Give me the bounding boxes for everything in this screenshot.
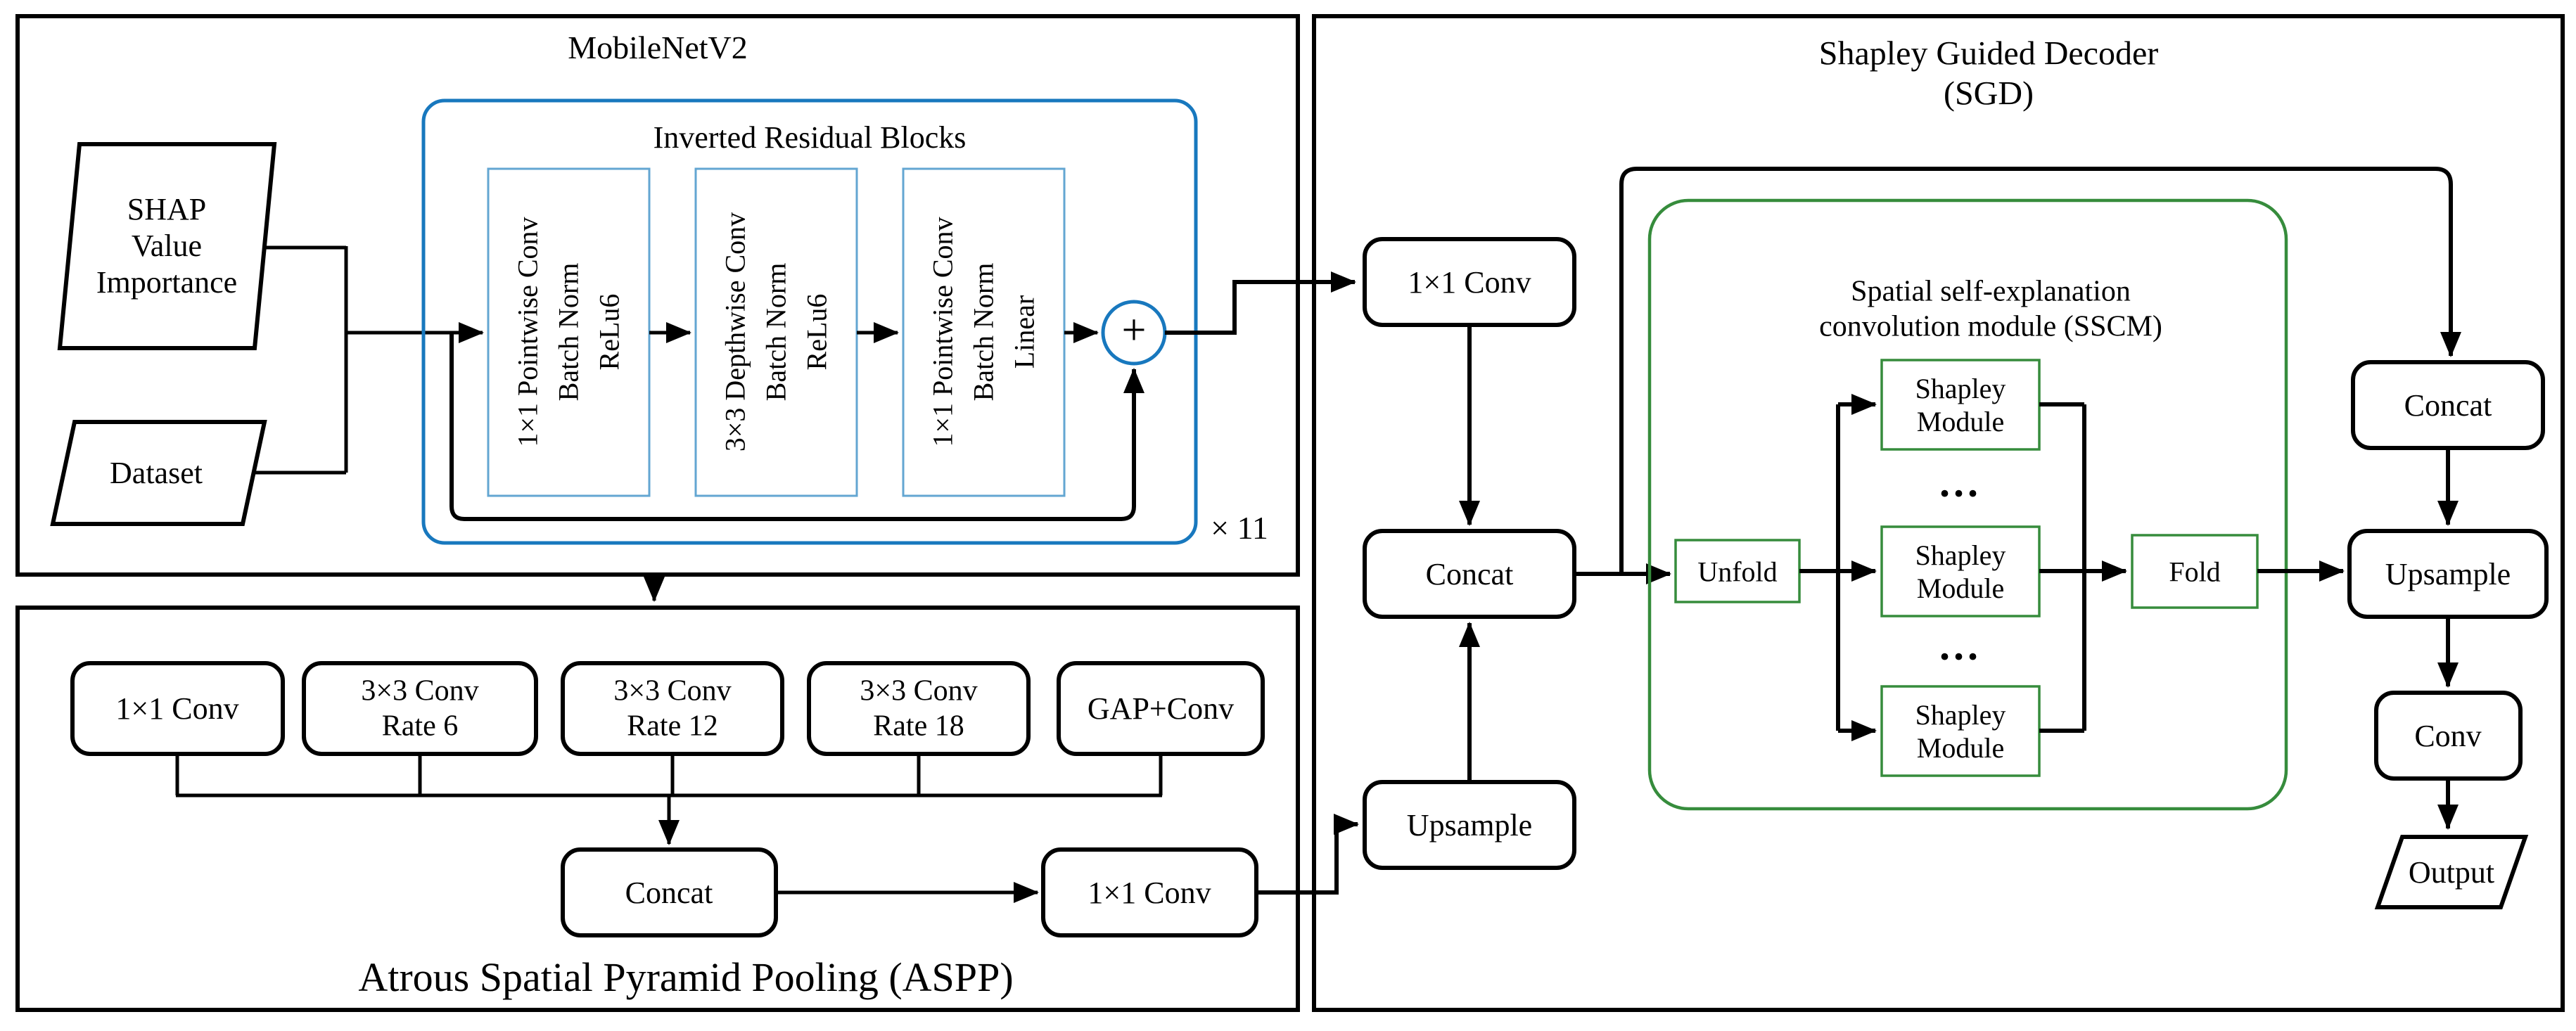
shapley-module-2-line-1: Shapley — [1915, 539, 2006, 571]
aspp-panel — [15, 606, 1300, 1012]
aspp-branch-1-label: 1×1 Conv — [115, 691, 239, 726]
shapley-module-1-line-2: Module — [1916, 406, 2005, 437]
irb-container — [421, 98, 1198, 545]
shapley-module-2-line-2: Module — [1916, 572, 2005, 604]
shapley-module-1-label: Shapley Module — [1915, 372, 2006, 438]
sscm-title: Spatial self-explanation convolution mod… — [1819, 274, 2162, 344]
shapley-module-1-line-1: Shapley — [1915, 372, 2006, 404]
sum-plus-sign: + — [1121, 306, 1147, 354]
mobilenet-title: MobileNetV2 — [568, 29, 748, 65]
shapley-module-3-label: Shapley Module — [1915, 698, 2006, 764]
decoder-upsample-out-label: Upsample — [2385, 557, 2511, 592]
aspp-branch-4-label: 3×3 Conv Rate 18 — [860, 674, 977, 743]
irb-title: Inverted Residual Blocks — [653, 120, 967, 155]
decoder-concat-low-label: Concat — [1425, 557, 1514, 592]
irb-block-2-line-3: ReLu6 — [801, 293, 832, 371]
fold-label: Fold — [2169, 556, 2221, 588]
decoder-title: Shapley Guided Decoder (SGD) — [1819, 34, 2159, 113]
decoder-title-line-1: Shapley Guided Decoder — [1818, 34, 2159, 72]
mobilenet-panel — [15, 14, 1300, 577]
irb-block-3-line-2: Batch Norm — [967, 262, 999, 402]
aspp-branch-4-line-2: Rate 18 — [873, 710, 964, 742]
output-shape — [2374, 835, 2529, 909]
dataset-input-shape — [50, 420, 267, 526]
sscm-ellipsis-1: ... — [1939, 459, 1982, 506]
skip-to-concat-high-line — [1619, 167, 2461, 574]
aspp-title: Atrous Spatial Pyramid Pooling (ASPP) — [358, 954, 1014, 1000]
irb-repeat-label: × 11 — [1211, 509, 1268, 546]
shapley-module-2-label: Shapley Module — [1915, 539, 2006, 605]
arrow-aspp-to-upsample — [1256, 814, 1359, 895]
irb-block-1-line-3: ReLu6 — [593, 293, 625, 371]
irb-block-1-line-2: Batch Norm — [552, 262, 584, 402]
irb-block-1-label: 1×1 Pointwise Conv Batch Norm ReLu6 — [488, 169, 649, 496]
aspp-concat-label: Concat — [625, 876, 713, 911]
irb-block-3-line-1: 1×1 Pointwise Conv — [926, 217, 958, 447]
sscm-container — [1647, 198, 2288, 811]
decoder-conv-out-label: Conv — [2414, 719, 2482, 754]
decoder-upsample-in-label: Upsample — [1406, 808, 1533, 843]
irb-block-3-label: 1×1 Pointwise Conv Batch Norm Linear — [903, 169, 1064, 496]
shapley-module-3-line-2: Module — [1916, 732, 2005, 764]
arrow-encoder-to-decoder-conv — [1165, 271, 1356, 335]
aspp-branch-2-line-1: 3×3 Conv — [361, 674, 479, 707]
aspp-branch-3-label: 3×3 Conv Rate 12 — [613, 674, 731, 743]
sscm-title-line-1: Spatial self-explanation — [1851, 275, 2131, 308]
shap-input-shape — [57, 142, 277, 350]
shap-line-3: Importance — [96, 264, 238, 300]
sscm-ellipsis-2: ... — [1939, 622, 1982, 669]
shap-line-2: Value — [131, 229, 203, 264]
unfold-label: Unfold — [1697, 556, 1778, 588]
dataset-input-label: Dataset — [110, 456, 203, 491]
decoder-title-line-2: (SGD) — [1943, 75, 2034, 112]
irb-block-2-label: 3×3 Depthwise Conv Batch Norm ReLu6 — [696, 169, 857, 496]
aspp-outconv-label: 1×1 Conv — [1088, 876, 1211, 911]
irb-block-1-line-1: 1×1 Pointwise Conv — [511, 217, 543, 447]
aspp-branch-5-label: GAP+Conv — [1087, 691, 1235, 726]
decoder-panel — [1312, 14, 2565, 1012]
irb-block-2-line-2: Batch Norm — [760, 262, 791, 402]
shap-input-label: SHAP Value Importance — [96, 191, 237, 301]
residual-skip-line — [449, 333, 1144, 521]
aspp-branch-3-line-1: 3×3 Conv — [613, 674, 732, 707]
output-label: Output — [2408, 855, 2495, 890]
aspp-branch-2-line-2: Rate 6 — [381, 710, 459, 742]
aspp-branch-4-line-1: 3×3 Conv — [860, 674, 978, 707]
sscm-title-line-2: convolution module (SSCM) — [1819, 310, 2162, 342]
irb-block-2-line-1: 3×3 Depthwise Conv — [719, 212, 751, 452]
aspp-branch-2-label: 3×3 Conv Rate 6 — [361, 674, 478, 743]
shapley-module-3-line-1: Shapley — [1915, 698, 2006, 731]
decoder-concat-high-label: Concat — [2404, 388, 2492, 423]
decoder-conv-in-label: 1×1 Conv — [1408, 265, 1531, 300]
shap-line-1: SHAP — [127, 192, 207, 227]
irb-block-3-line-3: Linear — [1008, 295, 1040, 369]
aspp-branch-3-line-2: Rate 12 — [627, 710, 718, 742]
